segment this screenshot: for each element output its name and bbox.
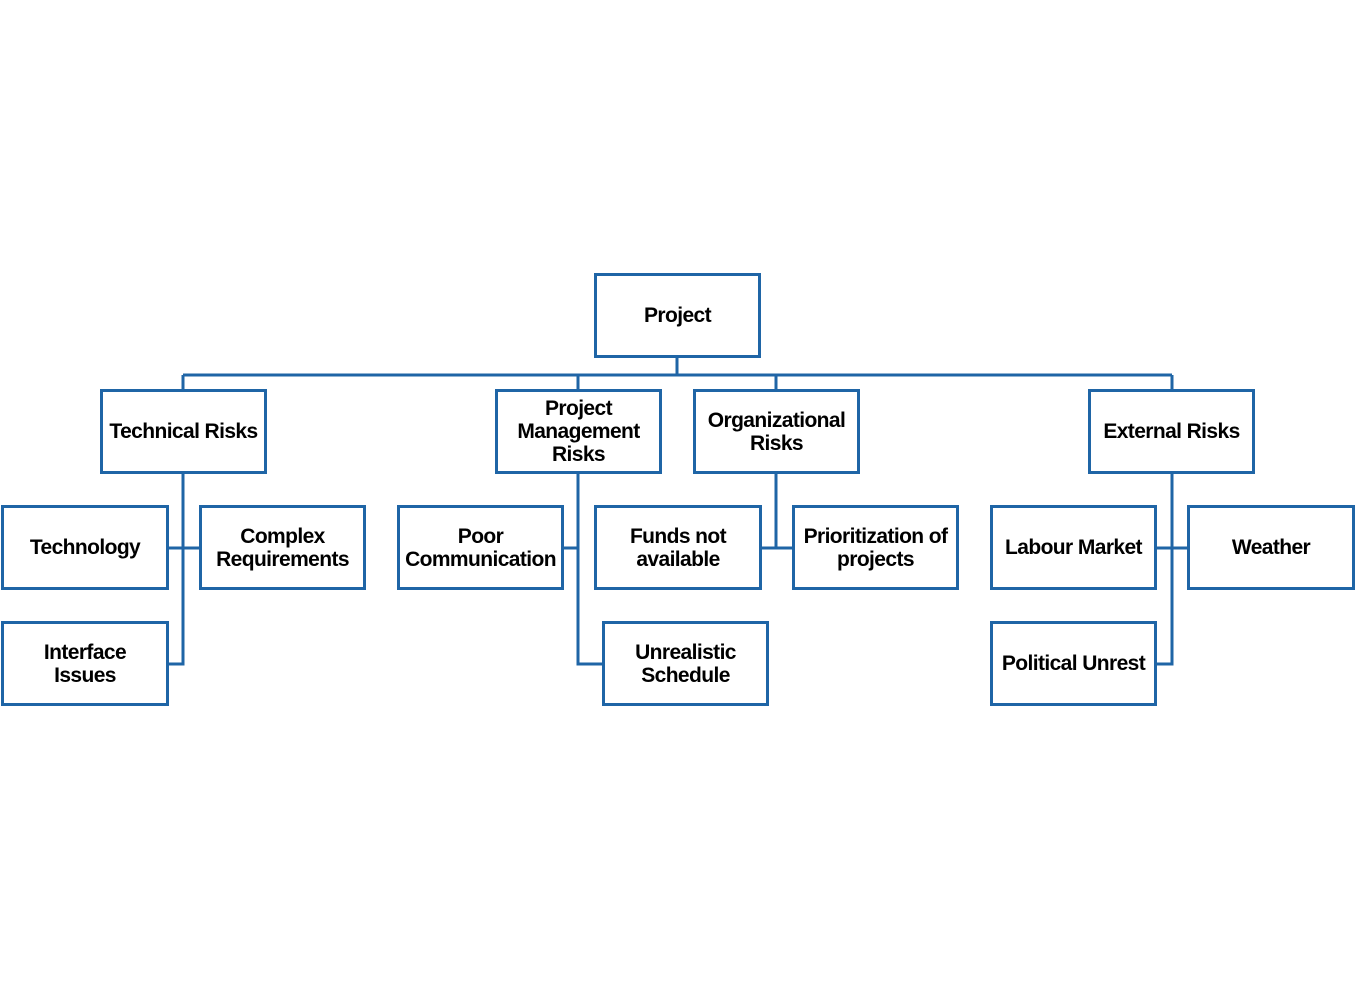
node-organizational-risks: Organizational Risks xyxy=(693,389,860,474)
node-funds-not-available: Funds not available xyxy=(594,505,762,590)
node-poor-communication: Poor Communication xyxy=(397,505,564,590)
node-political-unrest: Political Unrest xyxy=(990,621,1157,706)
node-project: Project xyxy=(594,273,761,358)
node-technology: Technology xyxy=(1,505,169,590)
connector-pm-children xyxy=(576,473,603,666)
node-technical-risks: Technical Risks xyxy=(100,389,267,474)
node-complex-requirements: Complex Requirements xyxy=(199,505,366,590)
node-prioritization-of-projects: Prioritization of projects xyxy=(792,505,959,590)
node-interface-issues: Interface Issues xyxy=(1,621,169,706)
connector-external-children xyxy=(1156,473,1174,666)
node-project-management-risks: Project Management Risks xyxy=(495,389,662,474)
node-labour-market: Labour Market xyxy=(990,505,1157,590)
node-external-risks: External Risks xyxy=(1088,389,1255,474)
node-weather: Weather xyxy=(1187,505,1355,590)
connector-technical-children xyxy=(168,473,185,666)
node-unrealistic-schedule: Unrealistic Schedule xyxy=(602,621,769,706)
